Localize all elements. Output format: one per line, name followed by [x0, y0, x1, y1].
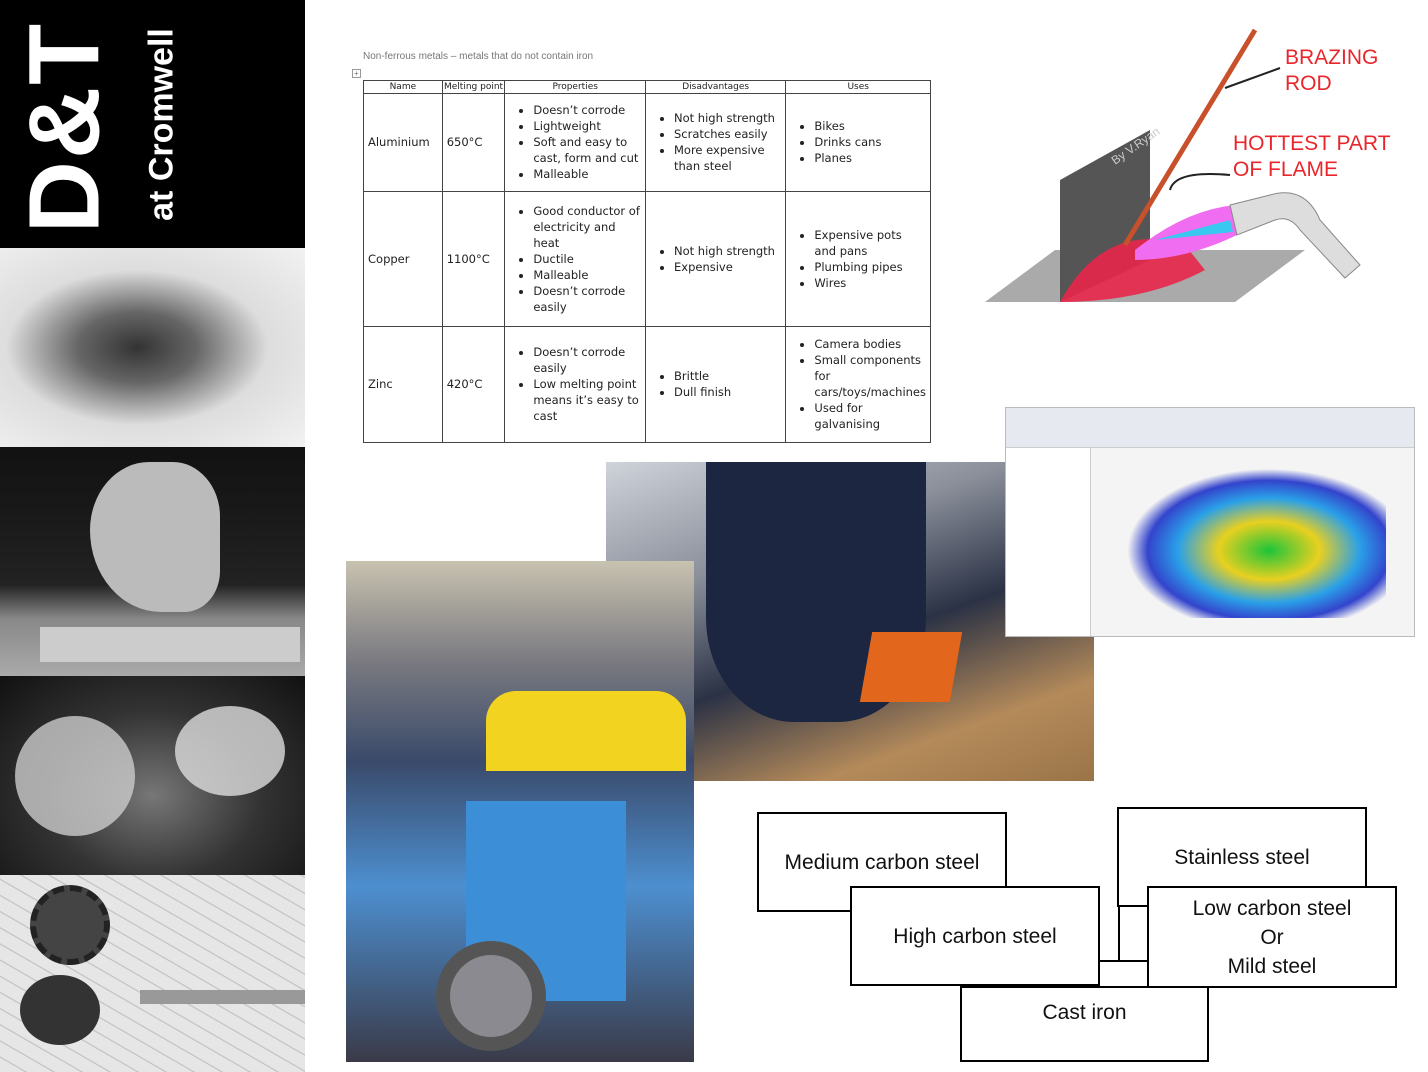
list-item: Expensive pots and pans [814, 227, 926, 259]
cell-disadvantages: Not high strengthExpensive [644, 190, 787, 327]
or-label: Or [1260, 925, 1284, 949]
photo-lathe [346, 561, 694, 1062]
header-properties: Properties [504, 80, 646, 94]
flame-core [1155, 220, 1233, 240]
cell-name: Aluminium [363, 93, 443, 192]
list-item: More expensive than steel [674, 142, 781, 174]
list-item: Small components for cars/toys/machines [814, 352, 926, 400]
torch-nozzle-icon [1229, 192, 1361, 279]
cell-properties: Doesn’t corrode easilyLow melting point … [504, 325, 646, 444]
list-item: Not high strength [674, 110, 781, 126]
cell-disadvantages: Not high strengthScratches easilyMore ex… [644, 93, 787, 192]
photo-lamps [0, 676, 305, 875]
list-item: Doesn’t corrode [533, 102, 641, 118]
list-item: Soft and easy to cast, form and cut [533, 134, 641, 166]
photo-cad-simulation [1005, 407, 1415, 637]
list-item: Wires [814, 275, 926, 291]
steel-box-low: Low carbon steel Or Mild steel [1147, 886, 1397, 988]
steel-box-high: High carbon steel [850, 886, 1100, 986]
list-item: Malleable [533, 166, 641, 182]
brand-title: D&T [8, 21, 121, 234]
list-item: Doesn’t corrode easily [533, 344, 641, 376]
brand-panel: D&T at Cromwell [0, 0, 305, 248]
cell-melting-point: 420°C [441, 325, 506, 444]
cell-properties: Doesn’t corrodeLightweightSoft and easy … [504, 93, 646, 192]
brazing-diagram: By V.Ryan BRAZING ROD HOTTEST PART OF FL… [985, 28, 1391, 302]
brand-subtitle: at Cromwell [142, 28, 181, 221]
cell-melting-point: 650°C [441, 93, 506, 192]
list-item: Camera bodies [814, 336, 926, 352]
list-item: Dull finish [674, 384, 781, 400]
brazing-rod [1122, 28, 1258, 247]
cell-uses: Expensive pots and pansPlumbing pipesWir… [785, 190, 931, 327]
list-item: Doesn’t corrode easily [533, 283, 641, 315]
list-item: Drinks cans [814, 134, 926, 150]
photo-food [0, 248, 305, 447]
list-item: Good conductor of electricity and heat [533, 203, 641, 251]
mild-steel-label: Mild steel [1227, 954, 1317, 978]
label-rod-1: BRAZING [1285, 46, 1378, 69]
label-flame-1: HOTTEST PART [1233, 132, 1391, 155]
table-move-handle[interactable]: + [352, 69, 361, 78]
list-item: Ductile [533, 251, 641, 267]
list-item: Plumbing pipes [814, 259, 926, 275]
connector-line [1118, 905, 1120, 962]
list-item: Low melting point means it’s easy to cas… [533, 376, 641, 424]
cell-uses: BikesDrinks cansPlanes [785, 93, 931, 192]
list-item: Expensive [674, 259, 781, 275]
steel-box-cast-iron: Cast iron [960, 986, 1209, 1062]
cell-disadvantages: BrittleDull finish [644, 325, 787, 444]
cell-melting-point: 1100°C [441, 190, 506, 327]
photo-cutout-sculpture [0, 447, 305, 676]
header-name: Name [363, 80, 443, 94]
cell-name: Copper [363, 190, 443, 327]
cell-properties: Good conductor of electricity and heatDu… [504, 190, 646, 327]
non-ferrous-metals-table: Name Melting point Properties Disadvanta… [363, 80, 931, 444]
list-item: Malleable [533, 267, 641, 283]
list-item: Bikes [814, 118, 926, 134]
list-item: Lightweight [533, 118, 641, 134]
list-item: Planes [814, 150, 926, 166]
label-rod-2: ROD [1285, 72, 1332, 95]
connector-line [1099, 960, 1147, 962]
header-disadvantages: Disadvantages [644, 80, 787, 94]
header-melting-point: Melting point [441, 80, 506, 94]
cell-uses: Camera bodiesSmall components for cars/t… [785, 325, 931, 444]
table-caption: Non-ferrous metals – metals that do not … [363, 51, 594, 62]
photo-gears-calipers [0, 875, 305, 1072]
label-flame-2: OF FLAME [1233, 158, 1338, 181]
cell-name: Zinc [363, 325, 443, 444]
list-item: Not high strength [674, 243, 781, 259]
list-item: Brittle [674, 368, 781, 384]
list-item: Used for galvanising [814, 400, 926, 432]
header-uses: Uses [785, 80, 931, 94]
list-item: Scratches easily [674, 126, 781, 142]
low-carbon-label: Low carbon steel [1192, 896, 1352, 920]
